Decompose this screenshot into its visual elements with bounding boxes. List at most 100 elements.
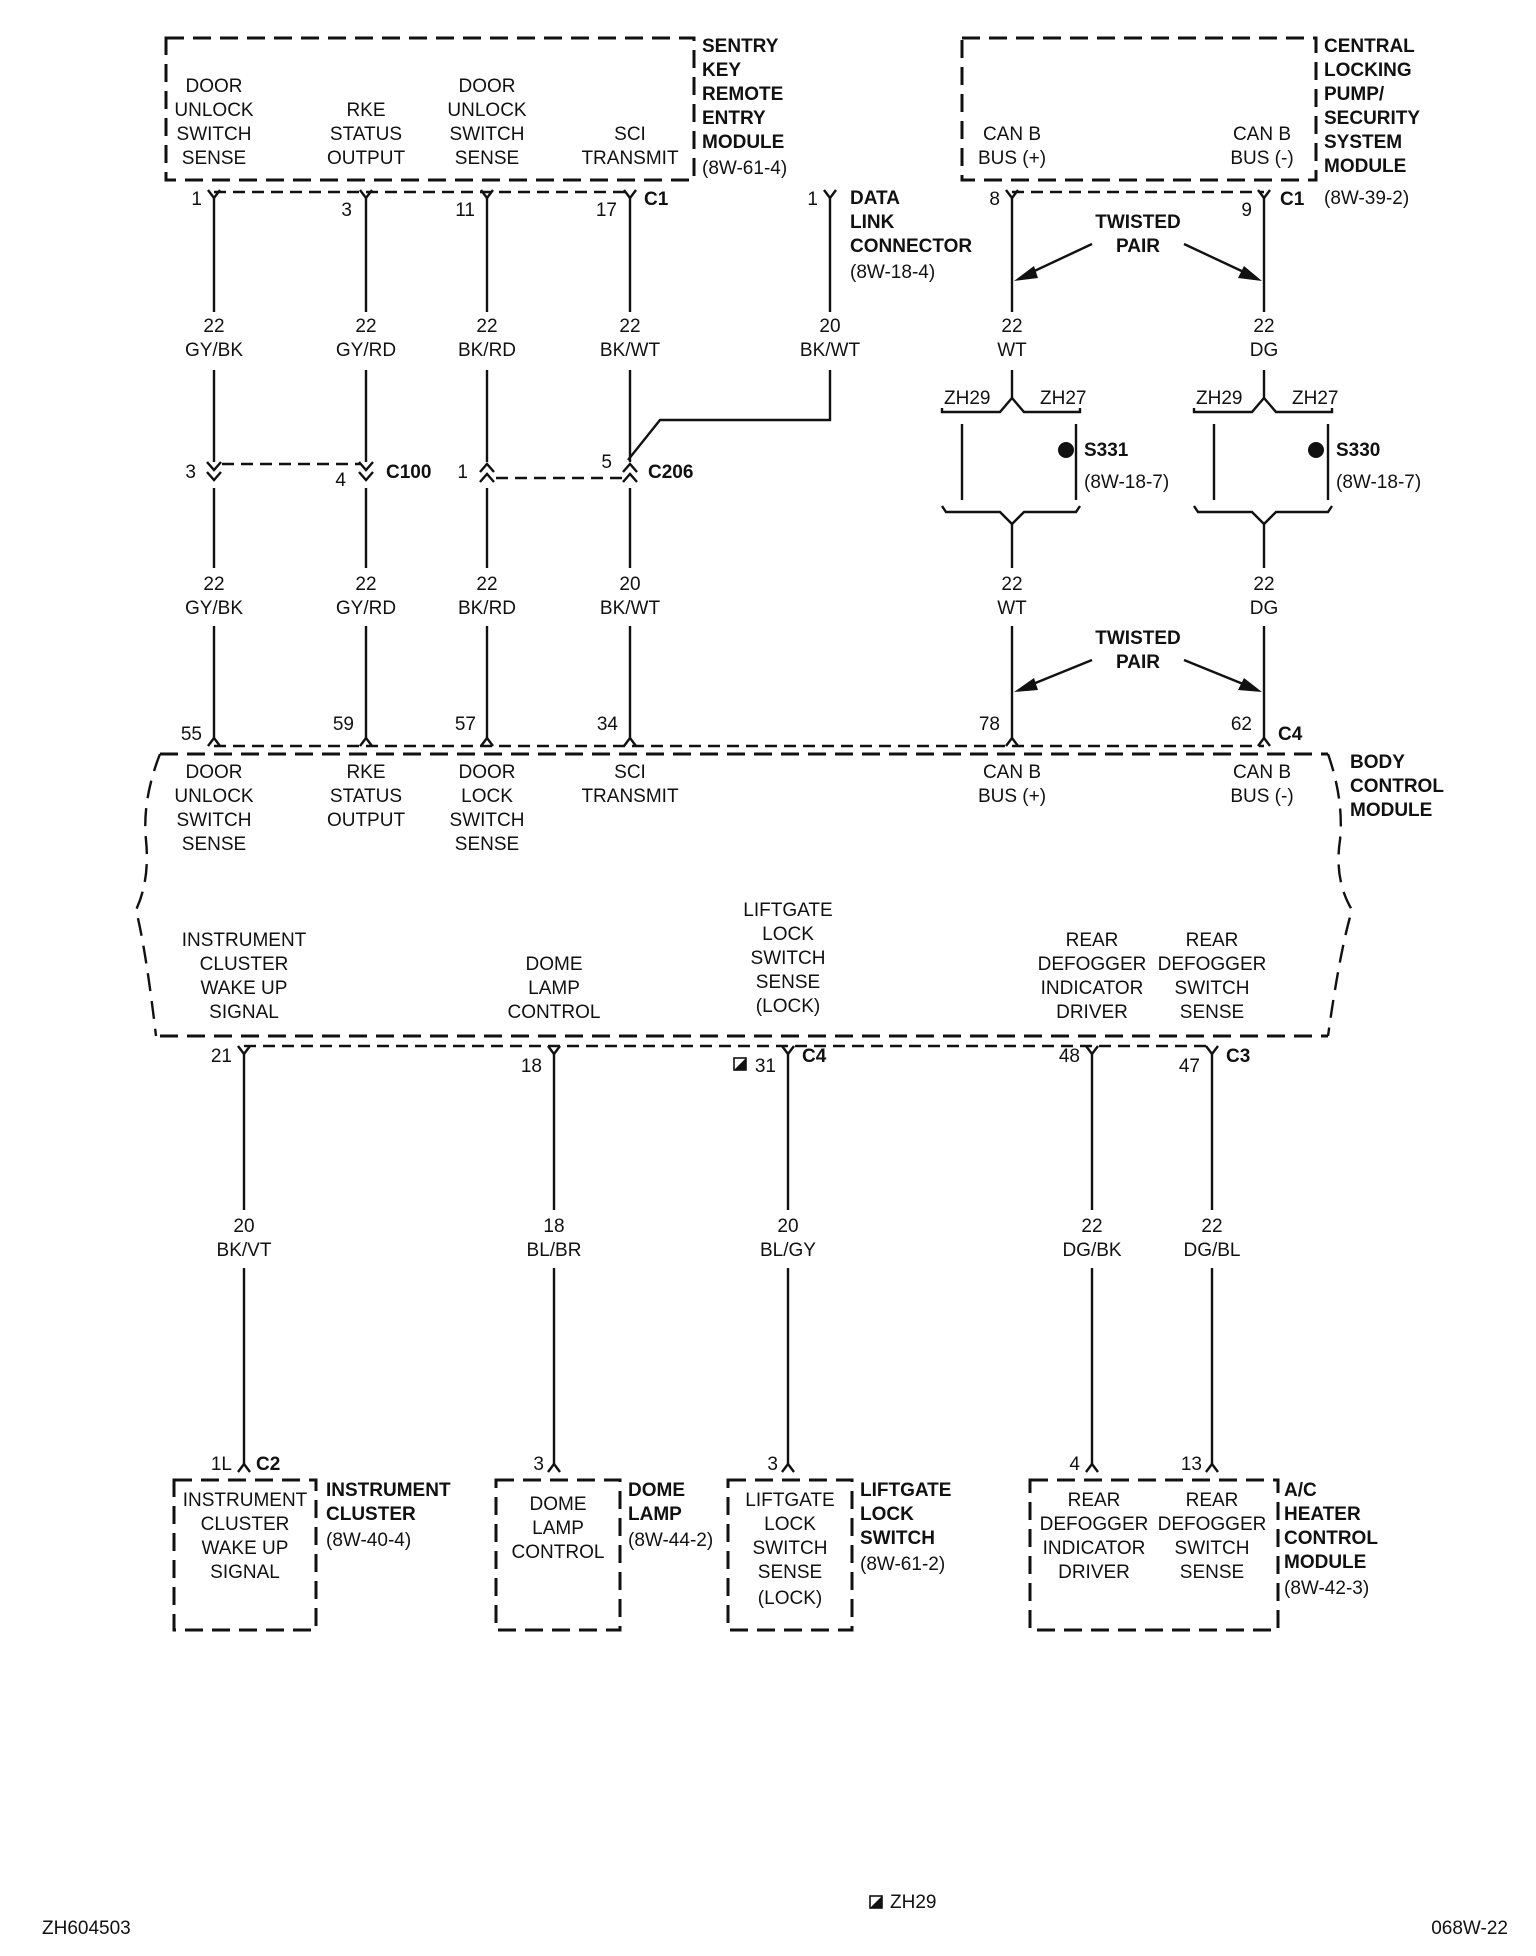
svg-text:CONTROL: CONTROL	[512, 1542, 605, 1563]
svg-text:CONNECTOR: CONNECTOR	[850, 236, 972, 257]
svg-text:LOCK: LOCK	[461, 786, 513, 807]
sentry-pin-label-door-unlock: DOOR UNLOCK SWITCH SENSE	[174, 76, 254, 169]
svg-text:BUS (-): BUS (-)	[1230, 786, 1293, 807]
central-pin-label-can-plus: CAN B BUS (+)	[978, 124, 1046, 169]
svg-text:(8W-40-4): (8W-40-4)	[326, 1530, 411, 1551]
svg-text:LAMP: LAMP	[532, 1518, 584, 1539]
svg-text:LOCK: LOCK	[860, 1504, 914, 1525]
svg-text:31: 31	[755, 1056, 776, 1077]
svg-text:RKE: RKE	[346, 762, 385, 783]
dome-lamp: 3 DOME LAMP CONTROL DOME LAMP (8W-44-2)	[494, 1454, 713, 1632]
svg-text:DOOR: DOOR	[186, 76, 243, 97]
svg-text:REAR: REAR	[1186, 930, 1239, 951]
svg-text:WAKE UP: WAKE UP	[201, 978, 288, 999]
svg-text:SENSE: SENSE	[455, 834, 519, 855]
svg-text:REMOTE: REMOTE	[702, 84, 783, 105]
svg-text:HEATER: HEATER	[1284, 1504, 1361, 1525]
svg-text:MODULE: MODULE	[1350, 800, 1432, 821]
svg-text:CONTROL: CONTROL	[1284, 1528, 1378, 1549]
svg-text:4: 4	[1069, 1454, 1080, 1475]
sentry-pin-11: 11	[455, 200, 475, 221]
svg-text:SENTRY: SENTRY	[702, 36, 779, 57]
bcm-top-labels: DOOR UNLOCK SWITCH SENSE RKE STATUS OUTP…	[174, 762, 1293, 855]
sentry-pin-label-door-unlock-2: DOOR UNLOCK SWITCH SENSE	[447, 76, 527, 169]
bottom-wires	[242, 1052, 1214, 1464]
svg-text:DOOR: DOOR	[459, 76, 516, 97]
svg-text:20: 20	[777, 1216, 798, 1237]
svg-text:TRANSMIT: TRANSMIT	[581, 148, 679, 169]
svg-text:55: 55	[181, 724, 202, 745]
svg-text:GY/RD: GY/RD	[336, 340, 396, 361]
liftgate-lock-switch: 3 LIFTGATE LOCK SWITCH SENSE (LOCK) LIFT…	[726, 1454, 951, 1632]
svg-text:(8W-18-7): (8W-18-7)	[1336, 472, 1421, 493]
instrument-cluster: 1L C2 INSTRUMENT CLUSTER WAKE UP SIGNAL …	[172, 1454, 451, 1632]
connector-c100: 3 4 C100	[185, 461, 431, 491]
svg-text:SIGNAL: SIGNAL	[210, 1562, 280, 1583]
splice-s330: ZH29 ZH27 S330 (8W-18-7)	[1192, 388, 1421, 568]
twisted-pair-upper: TWISTED PAIR	[1014, 212, 1262, 281]
svg-text:SENSE: SENSE	[758, 1562, 822, 1583]
svg-text:UNLOCK: UNLOCK	[174, 786, 254, 807]
svg-text:LIFTGATE: LIFTGATE	[745, 1490, 834, 1511]
svg-text:20: 20	[619, 574, 640, 595]
svg-text:DEFOGGER: DEFOGGER	[1040, 1514, 1149, 1535]
svg-text:GY/BK: GY/BK	[185, 598, 243, 619]
svg-text:C4: C4	[1278, 724, 1303, 745]
svg-text:(LOCK): (LOCK)	[758, 1588, 822, 1609]
svg-text:BK/WT: BK/WT	[600, 598, 661, 619]
svg-text:LIFTGATE: LIFTGATE	[743, 900, 832, 921]
upper-wire-labels: 22 GY/BK 22 GY/RD 22 BK/RD 22 BK/WT 22 W…	[185, 316, 1278, 361]
sentry-pin-1: 1	[191, 189, 202, 210]
svg-text:DEFOGGER: DEFOGGER	[1158, 1514, 1267, 1535]
svg-text:SWITCH: SWITCH	[177, 124, 252, 145]
svg-text:C1: C1	[1280, 189, 1305, 210]
twisted-pair-lower: TWISTED PAIR	[1014, 628, 1262, 692]
svg-text:LOCKING: LOCKING	[1324, 60, 1412, 81]
svg-text:MODULE: MODULE	[1324, 156, 1406, 177]
footer-right-code: 068W-22	[1431, 1918, 1508, 1939]
svg-text:LAMP: LAMP	[528, 978, 580, 999]
svg-text:OUTPUT: OUTPUT	[327, 810, 406, 831]
svg-text:5: 5	[601, 452, 612, 473]
svg-text:SENSE: SENSE	[182, 834, 246, 855]
svg-text:SENSE: SENSE	[182, 148, 246, 169]
svg-text:22: 22	[203, 316, 224, 337]
svg-text:18: 18	[521, 1056, 542, 1077]
svg-text:ZH27: ZH27	[1040, 388, 1086, 409]
svg-text:BK/WT: BK/WT	[600, 340, 661, 361]
legend-marker-icon	[733, 1057, 747, 1071]
svg-text:1: 1	[807, 189, 818, 210]
svg-text:22: 22	[1253, 316, 1274, 337]
svg-text:CENTRAL: CENTRAL	[1324, 36, 1415, 57]
svg-text:KEY: KEY	[702, 60, 741, 81]
svg-text:BUS (+): BUS (+)	[978, 786, 1046, 807]
svg-text:SWITCH: SWITCH	[450, 124, 525, 145]
svg-text:GY/RD: GY/RD	[336, 598, 396, 619]
svg-text:22: 22	[1253, 574, 1274, 595]
svg-text:22: 22	[1001, 574, 1022, 595]
svg-text:DOME: DOME	[628, 1480, 685, 1501]
svg-text:SWITCH: SWITCH	[860, 1528, 935, 1549]
bcm-bottom-labels: INSTRUMENT CLUSTER WAKE UP SIGNAL DOME L…	[182, 900, 1267, 1023]
svg-text:(8W-42-3): (8W-42-3)	[1284, 1578, 1369, 1599]
svg-text:STATUS: STATUS	[330, 124, 402, 145]
svg-text:ZH27: ZH27	[1292, 388, 1338, 409]
svg-text:GY/BK: GY/BK	[185, 340, 243, 361]
svg-text:LIFTGATE: LIFTGATE	[860, 1480, 951, 1501]
svg-text:REAR: REAR	[1186, 1490, 1239, 1511]
svg-text:CAN B: CAN B	[1233, 762, 1291, 783]
svg-text:DG/BL: DG/BL	[1183, 1240, 1240, 1261]
svg-text:C206: C206	[648, 462, 693, 483]
svg-text:22: 22	[476, 316, 497, 337]
svg-text:BL/GY: BL/GY	[760, 1240, 816, 1261]
svg-text:TRANSMIT: TRANSMIT	[581, 786, 679, 807]
svg-text:LINK: LINK	[850, 212, 895, 233]
svg-text:48: 48	[1059, 1046, 1080, 1067]
svg-text:C2: C2	[256, 1454, 280, 1475]
svg-text:ZH29: ZH29	[944, 388, 990, 409]
svg-text:INDICATOR: INDICATOR	[1041, 978, 1144, 999]
svg-text:BK/RD: BK/RD	[458, 340, 516, 361]
svg-text:LAMP: LAMP	[628, 1504, 682, 1525]
lower-wire-labels: 22 GY/BK 22 GY/RD 22 BK/RD 20 BK/WT 22 W…	[185, 574, 1278, 619]
svg-text:A/C: A/C	[1284, 1480, 1317, 1501]
